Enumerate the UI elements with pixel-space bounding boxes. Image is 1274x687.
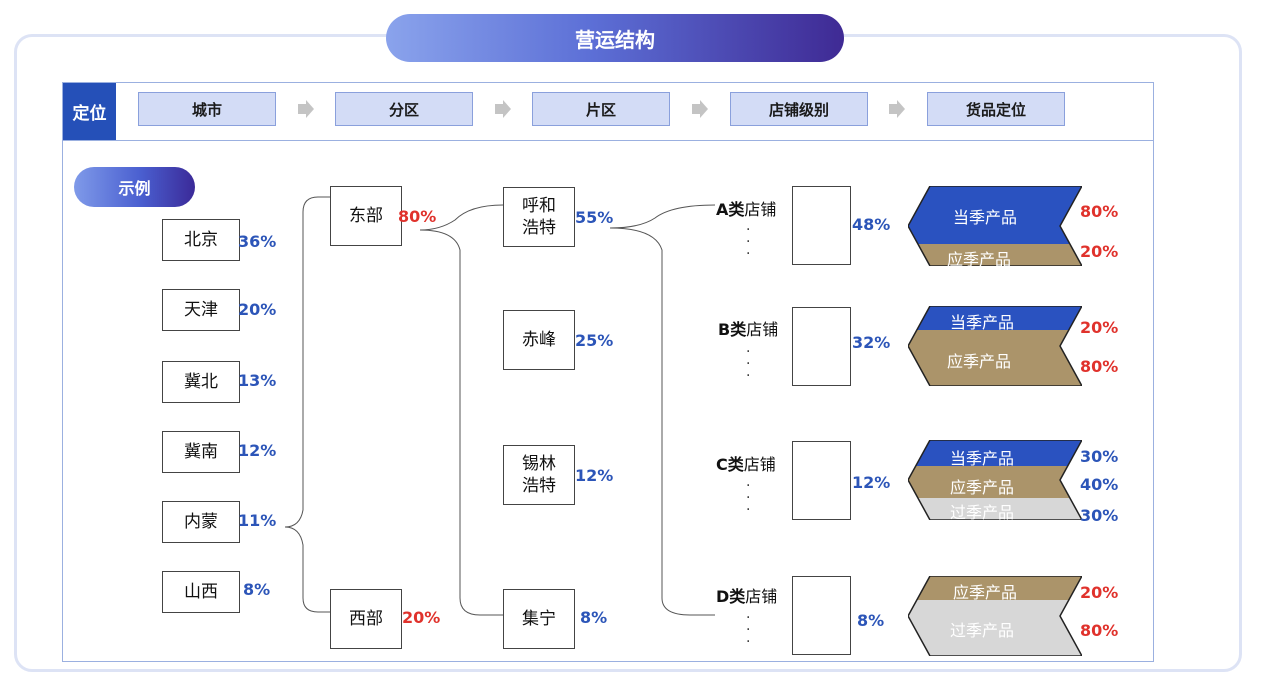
city-pct-shanxi: 8% xyxy=(243,580,271,599)
ribbon-c-past-pct: 30% xyxy=(1080,506,1119,525)
shop-d-box xyxy=(792,576,851,655)
city-pct-beijing: 36% xyxy=(238,232,277,251)
structure-frame xyxy=(62,82,1154,662)
ribbon-b-seasonal-label: 应季产品 xyxy=(947,352,1012,371)
region-pct-west: 20% xyxy=(402,608,441,627)
city-box-shanxi: 山西 xyxy=(162,571,240,613)
city-box-jinan: 冀南 xyxy=(162,431,240,473)
city-box-neimeng: 内蒙 xyxy=(162,501,240,543)
area-pct-chifeng: 25% xyxy=(575,331,614,350)
region-pct-east: 80% xyxy=(398,207,437,226)
ribbon-c-past-label: 过季产品 xyxy=(950,503,1015,522)
shop-a-label: A类店铺 xyxy=(716,200,777,219)
positioning-label: 定位 xyxy=(63,83,116,140)
arrow-right-icon xyxy=(298,100,314,118)
ribbon-a-current-pct: 80% xyxy=(1080,202,1119,221)
ribbon-a-seasonal-label: 应季产品 xyxy=(947,250,1012,269)
city-pct-neimeng: 11% xyxy=(238,511,277,530)
ellipsis-dots: ··· xyxy=(746,478,751,518)
shop-b-box xyxy=(792,307,851,386)
ribbon-c-current-band xyxy=(908,440,1082,466)
city-box-beijing: 北京 xyxy=(162,219,240,261)
city-box-tianjin: 天津 xyxy=(162,289,240,331)
step-store-grade: 店铺级别 xyxy=(730,92,868,126)
ellipsis-dots: ··· xyxy=(746,222,751,262)
ribbon-a-current-band xyxy=(908,186,1082,244)
product-ribbon-b xyxy=(908,306,1082,386)
arrow-right-icon xyxy=(495,100,511,118)
arrow-right-icon xyxy=(692,100,708,118)
city-to-west-line xyxy=(284,526,330,613)
ribbon-d-seasonal-pct: 20% xyxy=(1080,583,1119,602)
area-pct-xilinhot: 12% xyxy=(575,466,614,485)
product-ribbon-d xyxy=(908,576,1082,656)
ribbon-c-seasonal-label: 应季产品 xyxy=(950,478,1015,497)
region-box-east: 东部 xyxy=(330,186,402,246)
area-box-xilinhot: 锡林 浩特 xyxy=(503,445,575,505)
product-ribbon-a xyxy=(908,186,1082,266)
area-box-jining: 集宁 xyxy=(503,589,575,649)
ribbon-a-seasonal-pct: 20% xyxy=(1080,242,1119,261)
ribbon-c-past-band xyxy=(908,498,1082,520)
area-box-hohhot: 呼和 浩特 xyxy=(503,187,575,247)
shop-b-pct: 32% xyxy=(852,333,891,352)
area-pct-jining: 8% xyxy=(580,608,608,627)
city-to-east-line xyxy=(284,196,330,528)
ellipsis-dots: ··· xyxy=(746,344,751,384)
ribbon-d-past-label: 过季产品 xyxy=(950,621,1015,640)
ribbon-d-past-pct: 80% xyxy=(1080,621,1119,640)
page-title: 营运结构 xyxy=(386,14,844,62)
ribbon-b-seasonal-pct: 80% xyxy=(1080,357,1119,376)
shop-a-box xyxy=(792,186,851,265)
area-pct-hohhot: 55% xyxy=(575,208,614,227)
ribbon-b-current-pct: 20% xyxy=(1080,318,1119,337)
ribbon-d-seasonal-band xyxy=(908,576,1082,600)
ribbon-c-seasonal-band xyxy=(908,466,1082,498)
region-box-west: 西部 xyxy=(330,589,402,649)
ribbon-b-current-label: 当季产品 xyxy=(950,313,1015,332)
step-city: 城市 xyxy=(138,92,276,126)
ribbon-b-seasonal-band xyxy=(908,330,1082,386)
ribbon-d-past-band xyxy=(908,600,1082,656)
east-to-jining-line xyxy=(419,229,503,616)
shop-c-pct: 12% xyxy=(852,473,891,492)
ellipsis-dots: ··· xyxy=(746,610,751,650)
header-divider xyxy=(62,140,1154,141)
area-box-chifeng: 赤峰 xyxy=(503,310,575,370)
ribbon-a-current-label: 当季产品 xyxy=(953,208,1018,227)
shop-c-box xyxy=(792,441,851,520)
hohhot-to-a-line xyxy=(609,204,716,229)
city-pct-jibei: 13% xyxy=(238,371,277,390)
city-pct-jinan: 12% xyxy=(238,441,277,460)
arrow-right-icon xyxy=(889,100,905,118)
city-pct-tianjin: 20% xyxy=(238,300,277,319)
shop-d-label: D类店铺 xyxy=(716,587,778,606)
shop-c-label: C类店铺 xyxy=(716,455,776,474)
example-label: 示例 xyxy=(74,167,195,207)
product-ribbon-c xyxy=(908,440,1082,520)
step-area: 片区 xyxy=(532,92,670,126)
ribbon-b-current-band xyxy=(908,306,1082,330)
step-product-positioning: 货品定位 xyxy=(927,92,1065,126)
ribbon-c-seasonal-pct: 40% xyxy=(1080,475,1119,494)
ribbon-c-current-label: 当季产品 xyxy=(950,449,1015,468)
city-box-jibei: 冀北 xyxy=(162,361,240,403)
hohhot-to-d-line xyxy=(609,227,715,616)
step-region: 分区 xyxy=(335,92,473,126)
east-to-hohhot-line xyxy=(419,204,504,231)
shop-a-pct: 48% xyxy=(852,215,891,234)
shop-d-pct: 8% xyxy=(857,611,885,630)
ribbon-d-seasonal-label: 应季产品 xyxy=(953,583,1018,602)
shop-b-label: B类店铺 xyxy=(718,320,779,339)
ribbon-a-seasonal-band xyxy=(908,244,1082,266)
ribbon-c-current-pct: 30% xyxy=(1080,447,1119,466)
